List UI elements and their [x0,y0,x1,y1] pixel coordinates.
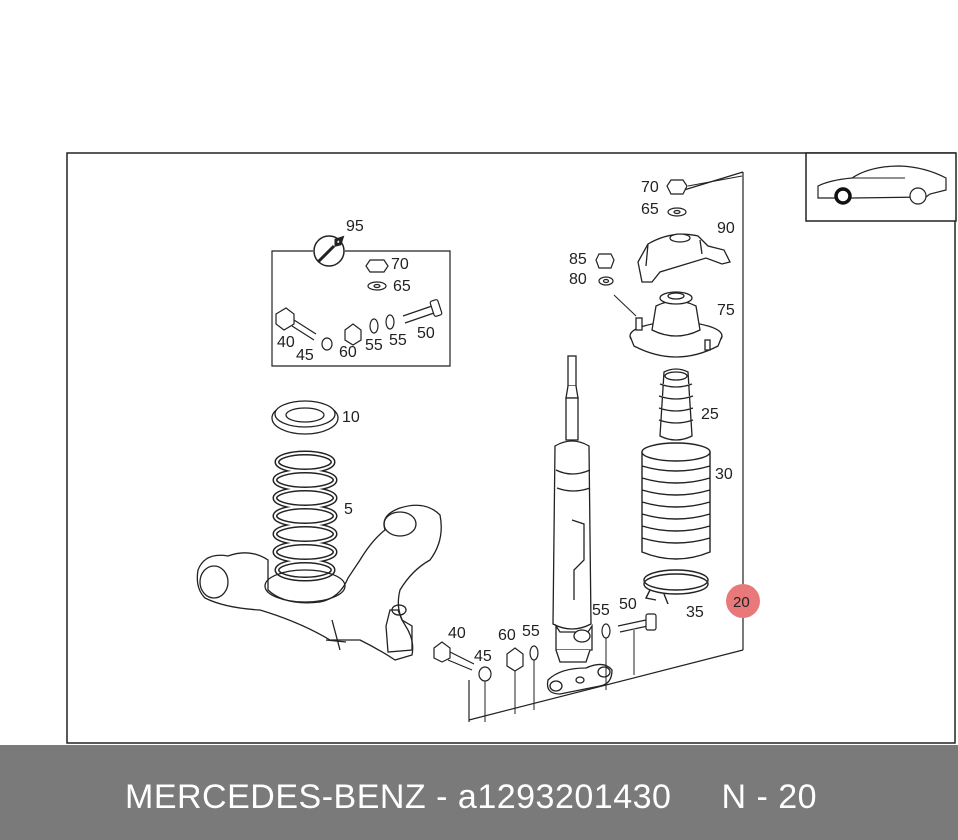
callout-55-lower-right: 55 [592,602,610,619]
callout-55-kit-a: 55 [365,337,383,354]
hose-clamp [643,569,709,605]
lower-hardware [433,613,657,682]
top-nut-washer [666,179,688,217]
callout-5: 5 [344,501,353,518]
leader-lines [484,175,743,722]
callout-35: 35 [686,604,704,621]
brand-name: MERCEDES-BENZ [125,778,427,816]
callout-40-lower: 40 [448,625,466,642]
part-number: a1293201430 [457,778,672,816]
spring-pad [271,400,339,435]
callout-25: 25 [701,406,719,423]
footer-caption: MERCEDES-BENZ - a1293201430 N - 20 [125,778,817,817]
mounting-bracket [637,233,731,283]
callout-80: 80 [569,271,587,288]
strut-top-mount [629,291,723,358]
coil-spring-inner [274,452,336,580]
hardware-kit-box [271,250,451,367]
callout-45-kit: 45 [296,347,314,364]
reference-label: N - 20 [721,778,818,816]
callout-55-kit-b: 55 [389,332,407,349]
callout-85: 85 [569,251,587,268]
shock-absorber [546,355,613,695]
wrench-icon [313,235,345,267]
footer-bar [0,745,958,840]
callout-95: 95 [346,218,364,235]
callout-65-kit: 65 [393,278,411,295]
callout-90: 90 [717,220,735,237]
callout-55-lower: 55 [522,623,540,640]
callout-70-top: 70 [641,179,659,196]
callout-labels: 95 70 65 40 45 60 55 55 50 10 5 70 65 90… [277,179,750,665]
callout-75: 75 [717,302,735,319]
callout-70-kit: 70 [391,256,409,273]
control-arm [196,504,442,661]
callout-50-lower: 50 [619,596,637,613]
kit-hardware [275,259,443,351]
mount-nut-washer [595,253,615,286]
diagram-frame [66,152,956,744]
callout-60-lower: 60 [498,627,516,644]
callout-65-top: 65 [641,201,659,218]
callout-45-lower: 45 [474,648,492,665]
dust-boot [641,442,711,560]
callout-10: 10 [342,409,360,426]
parts-diagram: 95 70 65 40 45 60 55 55 50 10 5 70 65 90… [66,152,957,744]
bump-stop [658,368,694,441]
callout-50-kit: 50 [417,325,435,342]
caption-separator: - [426,778,458,816]
callout-40-kit: 40 [277,334,295,351]
car-thumbnail [805,152,957,222]
callout-20: 20 [733,594,750,611]
callout-30: 30 [715,466,733,483]
highlight-marker [726,584,760,618]
callout-60-kit: 60 [339,344,357,361]
